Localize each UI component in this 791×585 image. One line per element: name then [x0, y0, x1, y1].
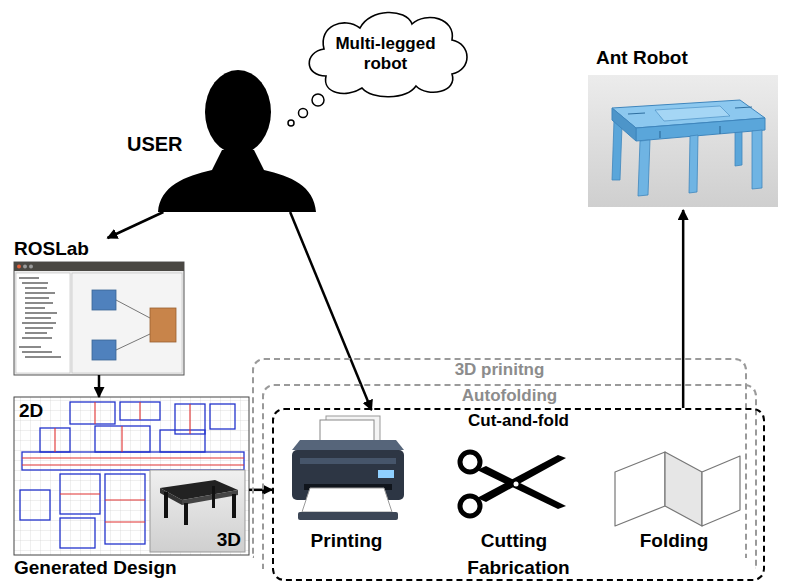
flow-arrow — [108, 212, 164, 238]
folding-icon — [615, 452, 740, 526]
printer-icon — [292, 416, 404, 520]
node-text: 3D — [217, 529, 241, 551]
node-text: Cutting — [481, 530, 547, 552]
step-icon: Printing — [284, 410, 409, 552]
node-text: ROSLab — [14, 238, 89, 260]
node-text: USER — [127, 132, 183, 156]
thought-cloud: Multi-legged robot — [298, 8, 473, 100]
user-figure: USER — [125, 62, 317, 212]
connector-group — [99, 210, 683, 490]
design-drawing — [14, 397, 249, 555]
node-text: Ant Robot — [596, 47, 688, 69]
roslab-screenshot — [14, 262, 184, 375]
node-text: Printing — [311, 530, 383, 552]
screenshot-panel: ROSLab — [14, 238, 184, 375]
flow-arrow — [290, 212, 371, 410]
node-text: Multi-legged robot — [326, 34, 446, 74]
node-text: 3D prinitng — [451, 360, 549, 379]
fabrication-frame: Cut-and-foldFabrication Printing Cutting Fo… — [272, 408, 765, 581]
flow-arrow — [682, 210, 685, 408]
design-panel: 2D 3D Generated Design — [14, 397, 249, 579]
photo-panel: Ant Robot — [588, 45, 778, 210]
robot-photo — [588, 75, 778, 207]
step-icon: Folding — [604, 432, 744, 552]
node-text: Folding — [640, 530, 709, 552]
step-icon: Cutting — [454, 432, 574, 552]
node-text: Cut-and-fold — [464, 411, 573, 430]
node-text: Autofolding — [458, 386, 561, 405]
scissors-icon — [460, 452, 566, 516]
node-text: Generated Design — [14, 557, 177, 579]
node-text: Fabrication — [467, 557, 569, 578]
node-text: 2D — [19, 400, 43, 422]
thought-cloud-shape — [288, 12, 467, 126]
flow-arrow — [98, 375, 101, 397]
